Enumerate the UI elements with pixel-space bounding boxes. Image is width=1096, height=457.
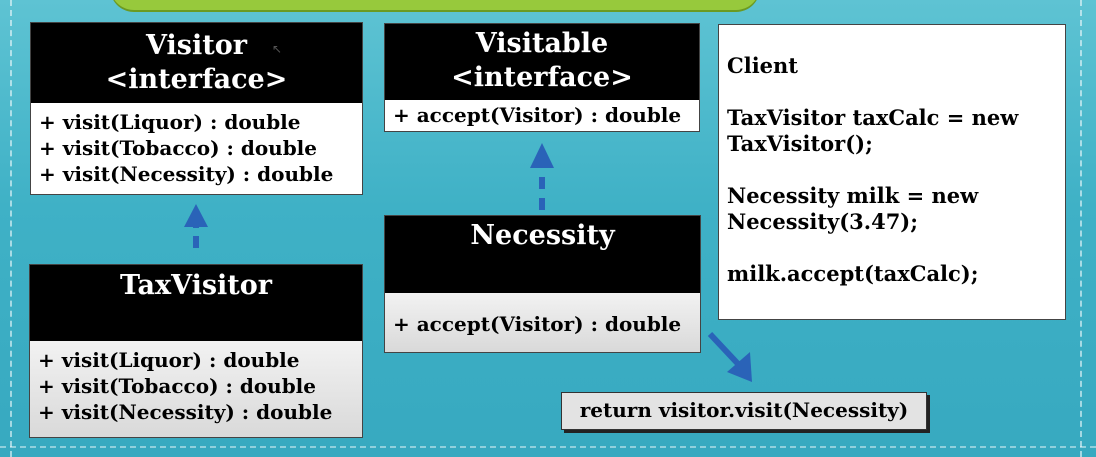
top-banner: [110, 0, 760, 10]
taxvisitor-header: TaxVisitor: [30, 265, 362, 341]
visitor-header: Visitor <interface>: [31, 23, 362, 103]
client-code-line: TaxVisitor taxCalc = new: [727, 105, 1019, 130]
necessity-to-return-arrow: [707, 331, 752, 382]
necessity-method: + accept(Visitor) : double: [393, 312, 682, 336]
taxvisitor-method: + visit(Liquor) : double: [38, 348, 300, 372]
necessity-header: Necessity: [385, 216, 700, 293]
client-title: Client: [727, 53, 798, 78]
necessity-to-visitable-arrow: [530, 143, 554, 210]
visitable-method: + accept(Visitor) : double: [393, 103, 682, 127]
taxvisitor-method: + visit(Tobacco) : double: [38, 374, 317, 398]
client-code-line: Necessity milk = new: [727, 183, 979, 208]
taxvisitor-class-box: TaxVisitor + visit(Liquor) : double + vi…: [29, 264, 363, 438]
necessity-title: Necessity: [470, 220, 615, 251]
visitor-interface-box: Visitor <interface> + visit(Liquor) : do…: [30, 22, 363, 195]
left-dashed-border: [10, 0, 12, 457]
visitable-interface-box: Visitable <interface> + accept(Visitor) …: [384, 23, 700, 132]
taxvisitor-method: + visit(Necessity) : double: [38, 400, 333, 424]
bottom-dashed-border: [0, 446, 1096, 448]
right-dashed-border: [1080, 0, 1082, 457]
necessity-class-box: Necessity + accept(Visitor) : double: [384, 215, 701, 353]
mouse-cursor-icon: ↖: [272, 42, 283, 56]
client-code-box: Client TaxVisitor taxCalc = new TaxVisit…: [718, 24, 1066, 320]
client-spacer: [727, 235, 1057, 261]
taxvisitor-methods: + visit(Liquor) : double + visit(Tobacco…: [30, 341, 362, 437]
visitor-method: + visit(Tobacco) : double: [39, 136, 318, 160]
visitor-method: + visit(Necessity) : double: [39, 162, 334, 186]
visitor-stereotype: <interface>: [105, 64, 288, 95]
visitable-header: Visitable <interface>: [385, 24, 699, 100]
visitable-stereotype: <interface>: [451, 62, 633, 93]
client-code-line: milk.accept(taxCalc);: [727, 261, 979, 286]
taxvisitor-title: TaxVisitor: [120, 270, 272, 301]
necessity-methods: + accept(Visitor) : double: [385, 293, 700, 352]
return-statement-box: return visitor.visit(Necessity): [561, 392, 927, 430]
visitable-methods: + accept(Visitor) : double: [385, 100, 699, 131]
visitable-title: Visitable: [475, 28, 609, 59]
taxvisitor-to-visitor-arrow: [184, 204, 208, 248]
visitor-method: + visit(Liquor) : double: [39, 110, 301, 134]
client-code-line: Necessity(3.47);: [727, 209, 918, 234]
visitor-methods: + visit(Liquor) : double + visit(Tobacco…: [31, 103, 362, 194]
client-spacer: [727, 157, 1057, 183]
client-code-line: TaxVisitor();: [727, 131, 873, 156]
visitor-title: Visitor: [146, 30, 247, 61]
client-spacer: [727, 79, 1057, 105]
